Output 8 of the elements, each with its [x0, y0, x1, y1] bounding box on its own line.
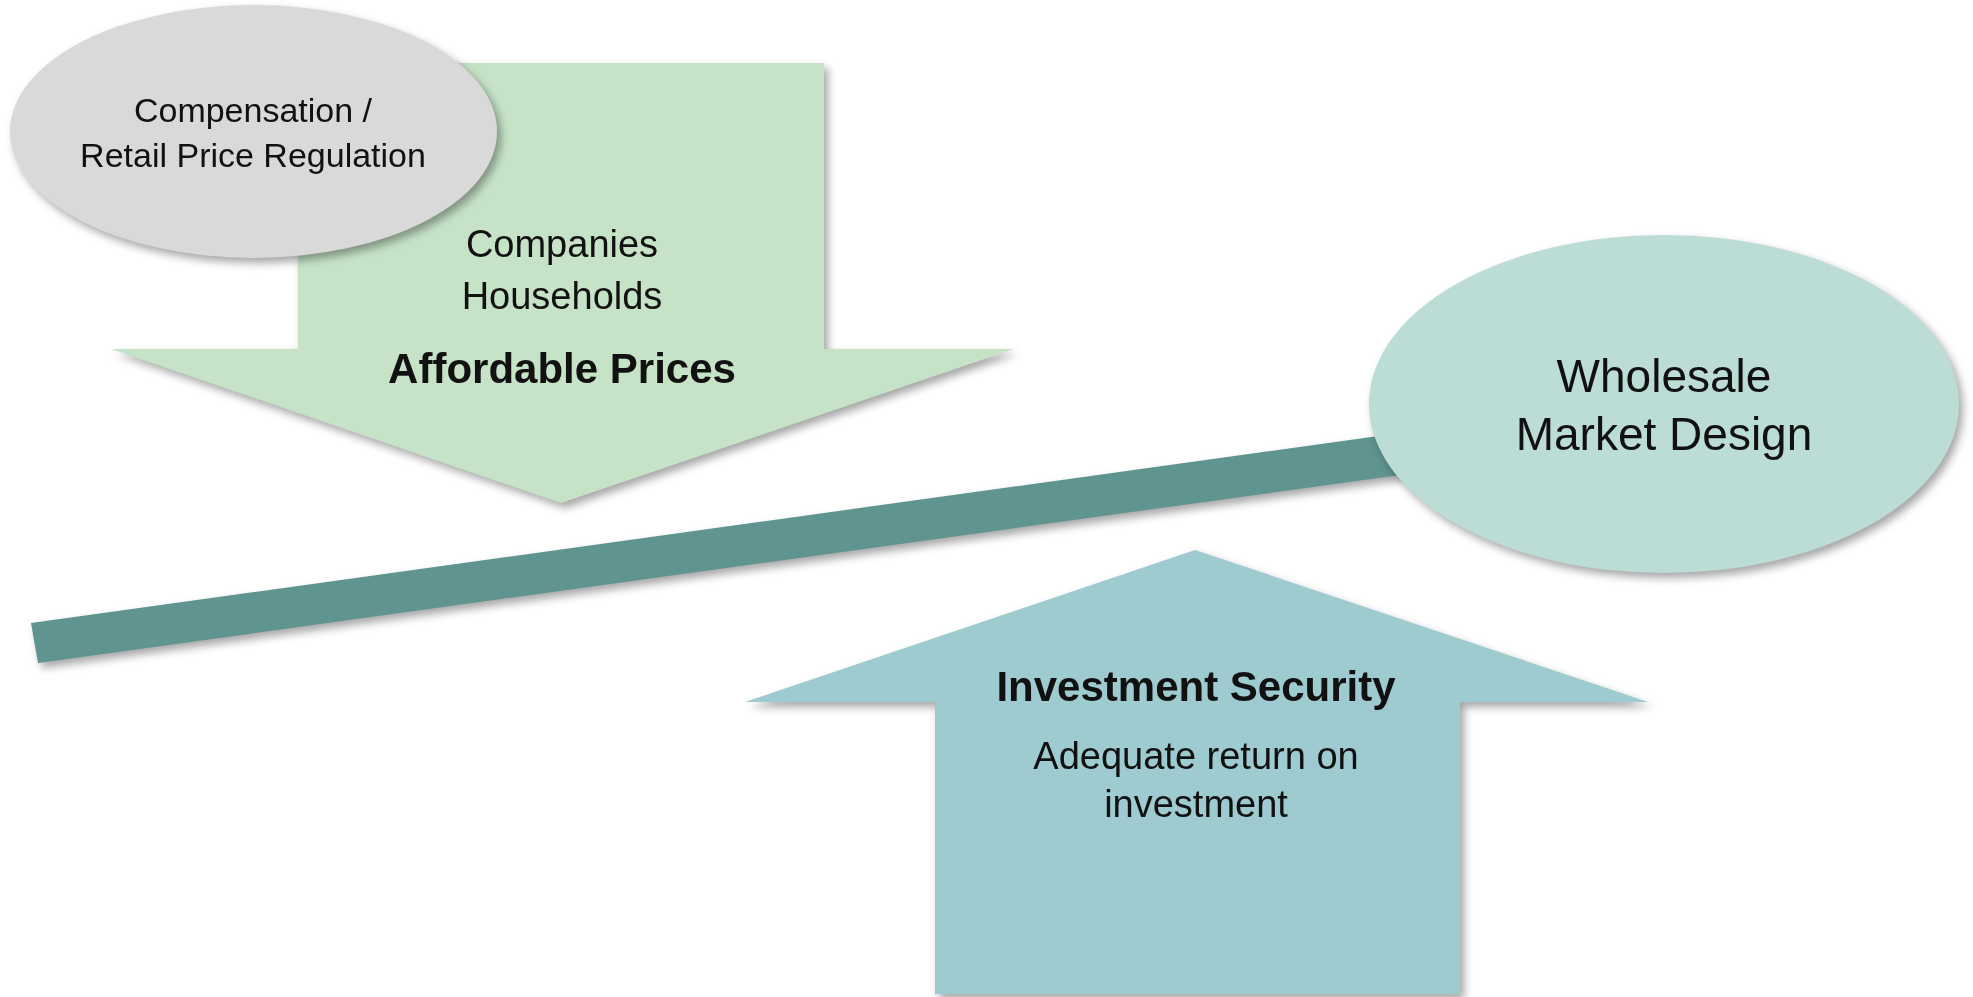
label: Wholesale Market Design	[1514, 348, 1814, 462]
heading: Investment Security	[995, 661, 1397, 712]
label: Adequate return on investment	[1032, 733, 1360, 826]
label: Households	[460, 274, 664, 320]
label: Compensation /	[132, 89, 374, 131]
heading: Affordable Prices	[387, 343, 737, 394]
label: Companies	[464, 222, 660, 268]
label: Retail Price Regulation	[79, 134, 427, 176]
